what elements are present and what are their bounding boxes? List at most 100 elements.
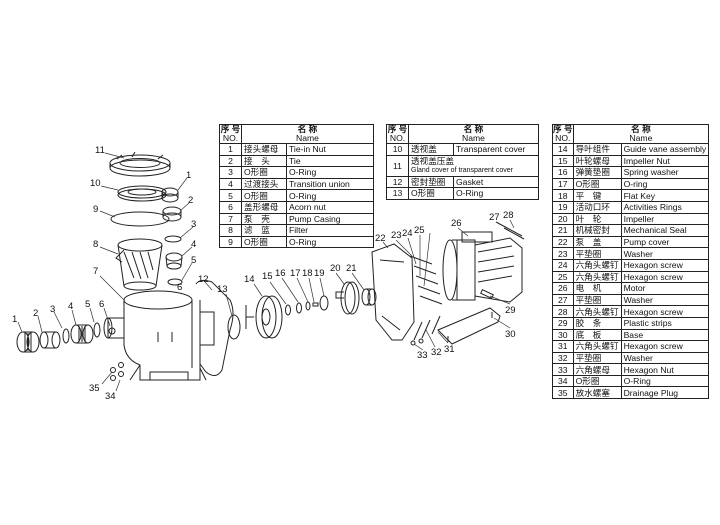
part-name-en: Flat Key — [620, 189, 710, 202]
part-name-en: Pump cover — [620, 235, 710, 249]
part-name-en: Tie-in Nut — [286, 143, 374, 156]
part-name-en: Spring washer — [620, 166, 710, 179]
callout-2: 2 — [33, 308, 38, 319]
callout-19: 19 — [314, 268, 325, 279]
callout-14: 14 — [244, 274, 255, 285]
part-number: 28 — [552, 305, 574, 318]
callout-23: 23 — [391, 230, 402, 241]
pump-cover-drawing — [371, 243, 415, 341]
part-number: 35 — [552, 386, 574, 400]
callout-7: 7 — [93, 266, 98, 277]
callout-22: 22 — [375, 233, 386, 244]
part-name-cn: 密封垫圈 — [408, 175, 454, 189]
part-number: 20 — [552, 212, 574, 226]
part-number: 22 — [552, 235, 574, 249]
part-number: 15 — [552, 154, 574, 168]
part-number: 6 — [219, 200, 242, 214]
transparent-cover-drawing — [117, 185, 167, 202]
part-name-en: Transition union — [286, 177, 374, 191]
callout-16: 16 — [275, 268, 286, 279]
part-name-cn: 六角头螺钉 — [572, 258, 622, 272]
part-name-en: Hexagon screw — [620, 270, 710, 284]
part-name-en: O-ring — [620, 177, 710, 191]
callout-30: 30 — [505, 329, 516, 340]
part-name-en: Filter — [286, 224, 374, 237]
part-name-cn: 平 键 — [572, 189, 622, 202]
callout-4: 4 — [68, 301, 73, 312]
part-name-cn: 平垫圈 — [572, 293, 622, 307]
callout-34: 34 — [105, 391, 116, 402]
part-name-en: O-Ring — [453, 187, 539, 200]
base-drawing — [437, 307, 501, 345]
part-name-cn: 弹簧垫圈 — [572, 166, 622, 179]
o-ring-9-drawing — [110, 211, 170, 227]
part-number: 17 — [552, 177, 574, 191]
part-name-en: Gland cover of transparent cover — [411, 166, 513, 174]
part-name-en: Tie — [286, 154, 374, 168]
part-name-cn: 过渡接头 — [241, 177, 287, 191]
part-name-cn: 六角头螺钉 — [572, 340, 622, 353]
part-name-en: Activities Rings — [620, 200, 710, 214]
part-number: 32 — [552, 351, 574, 365]
part-number: 18 — [552, 189, 574, 202]
callout-20: 20 — [330, 263, 341, 274]
callout-18: 18 — [302, 268, 313, 279]
part-number: 31 — [552, 340, 574, 353]
callout-25: 25 — [414, 225, 425, 236]
part-name-en: Transparent cover — [453, 143, 539, 156]
part-name-en: O-Ring — [286, 189, 374, 202]
part-number: 2 — [219, 154, 242, 168]
part-number: 24 — [552, 258, 574, 272]
motor-drawing — [442, 231, 523, 303]
o-ring-13-drawing — [227, 314, 241, 340]
part-name-en: Hexagon screw — [620, 258, 710, 272]
part-name-cn: 六角螺母 — [572, 363, 622, 376]
part-number: 3 — [219, 166, 242, 179]
callout-13: 13 — [217, 284, 228, 295]
part-number: 26 — [552, 282, 574, 295]
part-name-cn: 六角头螺钉 — [572, 270, 622, 284]
callout-31: 31 — [444, 344, 455, 355]
part-number: 7 — [219, 212, 242, 226]
callout-numbers: 11 10 9 8 7 1 2 3 4 5 6 12 13 1 2 3 4 5 … — [12, 145, 516, 402]
part-number: 30 — [552, 328, 574, 342]
part-name-cn: 接头螺母 — [241, 143, 287, 156]
part-name-cn: 六角头螺钉 — [572, 305, 622, 318]
part-name-en: Mechanical Seal — [620, 224, 710, 237]
part-number: 16 — [552, 166, 574, 179]
callout-35: 35 — [89, 383, 100, 394]
callout-9: 9 — [93, 204, 98, 215]
part-name-en: Plastic strips — [620, 316, 710, 330]
part-name-cn: O形圈 — [572, 374, 622, 388]
part-name-en: Washer — [620, 351, 710, 365]
part-name-en: Base — [620, 328, 710, 342]
callout-28: 28 — [503, 210, 514, 221]
part-name-en: Pump Casing — [286, 212, 374, 226]
part-name-en: O-Ring — [286, 235, 374, 249]
part-name-cn: 滤 篮 — [241, 224, 287, 237]
part-number: 9 — [219, 235, 242, 249]
part-name-en: O-Ring — [286, 166, 374, 179]
